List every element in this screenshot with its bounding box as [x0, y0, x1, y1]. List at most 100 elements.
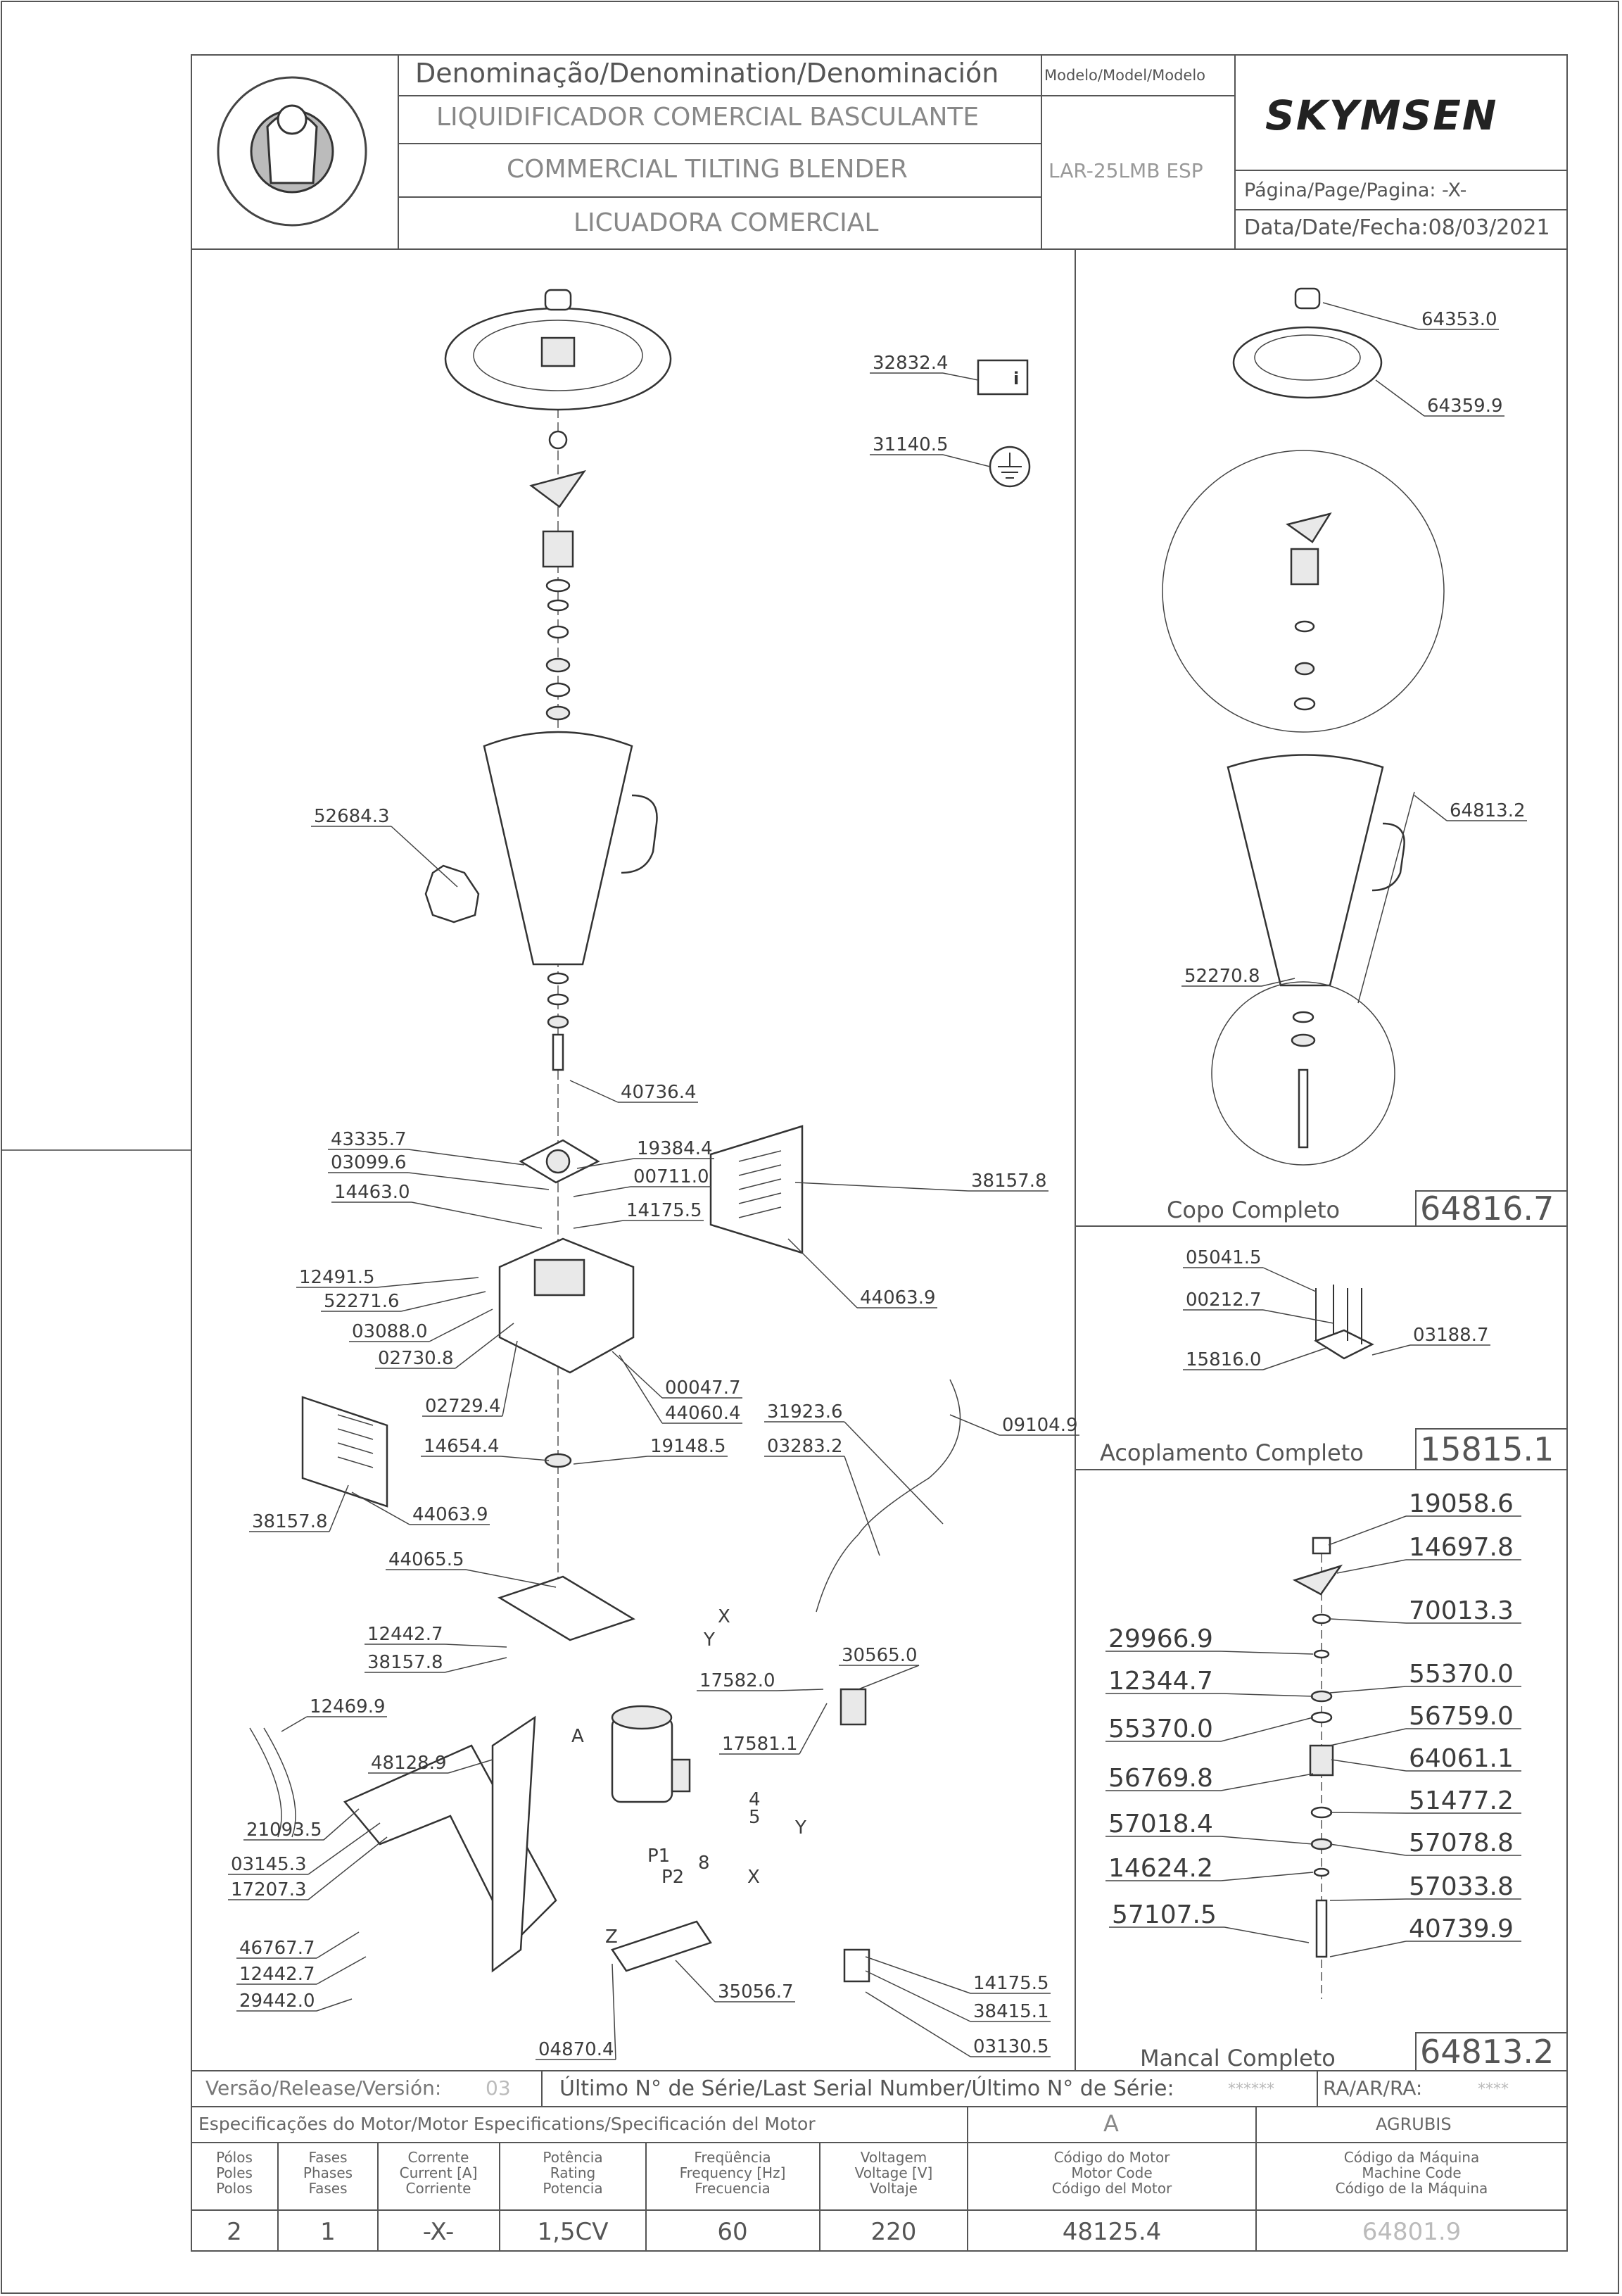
part-number: 09104.9	[1002, 1415, 1078, 1436]
part-number: 38157.8	[367, 1652, 443, 1673]
part-number: 14175.5	[626, 1200, 702, 1221]
motor-spec-label: Especificações do Motor/Motor Especifica…	[198, 2114, 816, 2134]
mancal-title: Mancal Completo	[1140, 2045, 1336, 2071]
wiring-label: Y	[794, 1817, 806, 1838]
copo-title: Copo Completo	[1167, 1197, 1341, 1223]
part-number: 02730.8	[378, 1348, 454, 1369]
spec-header: Pólos	[216, 2149, 253, 2166]
part-number: 40739.9	[1409, 1915, 1514, 1943]
part-number: 00047.7	[665, 1377, 741, 1399]
ra-label: RA/AR/RA:	[1323, 2076, 1423, 2100]
part-number: 64061.1	[1409, 1744, 1514, 1773]
spec-header: Potência	[543, 2149, 602, 2166]
denomination-label: Denominação/Denomination/Denominación	[415, 58, 999, 89]
part-number: 17207.3	[231, 1879, 307, 1900]
wiring-label: Z	[605, 1926, 618, 1948]
part-number: 56759.0	[1409, 1702, 1514, 1731]
part-number: 64813.2	[1450, 800, 1526, 821]
exploded-view-main	[249, 289, 961, 1983]
part-number: 44065.5	[388, 1549, 464, 1570]
copo-code: 64816.7	[1420, 1190, 1554, 1228]
spec-header: Frequency [Hz]	[680, 2164, 786, 2181]
part-number: 19148.5	[650, 1436, 726, 1457]
version-value: 03	[486, 2076, 511, 2100]
part-number: 31923.6	[767, 1401, 843, 1423]
part-number: 03088.0	[352, 1321, 428, 1342]
mancal-code: 64813.2	[1420, 2033, 1554, 2071]
part-number: 38415.1	[973, 2001, 1049, 2022]
drawing-frame	[191, 54, 1568, 2252]
spec-header: Corrente	[408, 2149, 469, 2166]
copo-subassembly-drawing	[1162, 287, 1445, 1166]
spec-header: Polos	[216, 2180, 253, 2197]
part-number: 64359.9	[1427, 396, 1503, 417]
part-number: 03188.7	[1413, 1325, 1489, 1346]
wiring-label: X	[718, 1606, 730, 1627]
part-number: 64353.0	[1421, 309, 1497, 330]
version-label: Versão/Release/Versión:	[205, 2076, 442, 2100]
product-name-pt: LIQUIDIFICADOR COMERCIAL BASCULANTE	[436, 103, 980, 132]
spec-header: Código da Máquina	[1344, 2149, 1479, 2166]
part-number: 05041.5	[1186, 1247, 1262, 1268]
part-number: 21093.5	[246, 1819, 322, 1841]
part-number: 32832.4	[873, 353, 949, 374]
part-number: 19384.4	[637, 1138, 713, 1159]
part-number: 30565.0	[842, 1645, 918, 1666]
part-number: 12469.9	[310, 1696, 386, 1717]
model-value: LAR-25LMB ESP	[1048, 159, 1203, 182]
spec-header: Corriente	[406, 2180, 471, 2197]
spec-header: Voltaje	[870, 2180, 918, 2197]
part-number: 15816.0	[1186, 1349, 1262, 1370]
spec-value: 2	[227, 2218, 242, 2246]
spec-value: 60	[717, 2218, 747, 2246]
part-number: 38157.8	[971, 1171, 1047, 1192]
part-number: 57018.4	[1108, 1810, 1213, 1838]
spec-header: Motor Code	[1071, 2164, 1152, 2181]
acoplamento-code: 15815.1	[1420, 1430, 1554, 1468]
wiring-label: P2	[661, 1867, 684, 1888]
spec-header: Código do Motor	[1054, 2149, 1171, 2166]
spec-header: Código del Motor	[1052, 2180, 1172, 2197]
model-label: Modelo/Model/Modelo	[1044, 67, 1206, 84]
part-number: 12442.7	[367, 1624, 443, 1645]
part-number: 29442.0	[239, 1991, 315, 2012]
wiring-label: 5	[749, 1807, 761, 1828]
part-number: 56769.8	[1108, 1764, 1213, 1793]
wiring-label: P1	[647, 1846, 670, 1867]
spec-header: Fases	[308, 2149, 347, 2166]
wiring-label: A	[571, 1726, 584, 1747]
part-number: 52271.6	[324, 1291, 400, 1312]
part-number: 29966.9	[1108, 1625, 1213, 1653]
motor-column-a: A	[1103, 2110, 1119, 2137]
spec-header: Rating	[550, 2164, 595, 2181]
spec-header: Current [A]	[400, 2164, 478, 2181]
part-number: 17582.0	[699, 1670, 775, 1691]
part-number: 14697.8	[1409, 1533, 1514, 1562]
part-number: 43335.7	[331, 1129, 407, 1150]
agrubis-label: AGRUBIS	[1376, 2114, 1452, 2134]
ground-symbol-icon	[989, 446, 1031, 488]
spec-header: Freqüência	[694, 2149, 771, 2166]
part-number: 40736.4	[621, 1082, 697, 1103]
part-number: 57078.8	[1409, 1829, 1514, 1857]
part-number: 14463.0	[334, 1182, 410, 1203]
part-number: 17581.1	[722, 1734, 798, 1755]
part-number: 57033.8	[1409, 1872, 1514, 1901]
spec-value: 64801.9	[1362, 2218, 1462, 2246]
product-name-es: LICUADORA COMERCIAL	[574, 208, 879, 237]
part-number: 03130.5	[973, 2036, 1049, 2057]
part-number: 38157.8	[252, 1511, 328, 1532]
spec-value: 1,5CV	[537, 2218, 608, 2246]
wiring-label: 8	[698, 1853, 710, 1874]
ra-value: ****	[1478, 2081, 1509, 2098]
spec-header: Potencia	[543, 2180, 602, 2197]
spec-header: Voltage [V]	[855, 2164, 933, 2181]
part-number: 03099.6	[331, 1152, 407, 1173]
part-number: 12344.7	[1108, 1667, 1213, 1696]
part-number: 44063.9	[860, 1287, 936, 1308]
wiring-label: Y	[703, 1629, 715, 1651]
spec-header: Frecuencia	[695, 2180, 771, 2197]
spec-header: Poles	[216, 2164, 253, 2181]
